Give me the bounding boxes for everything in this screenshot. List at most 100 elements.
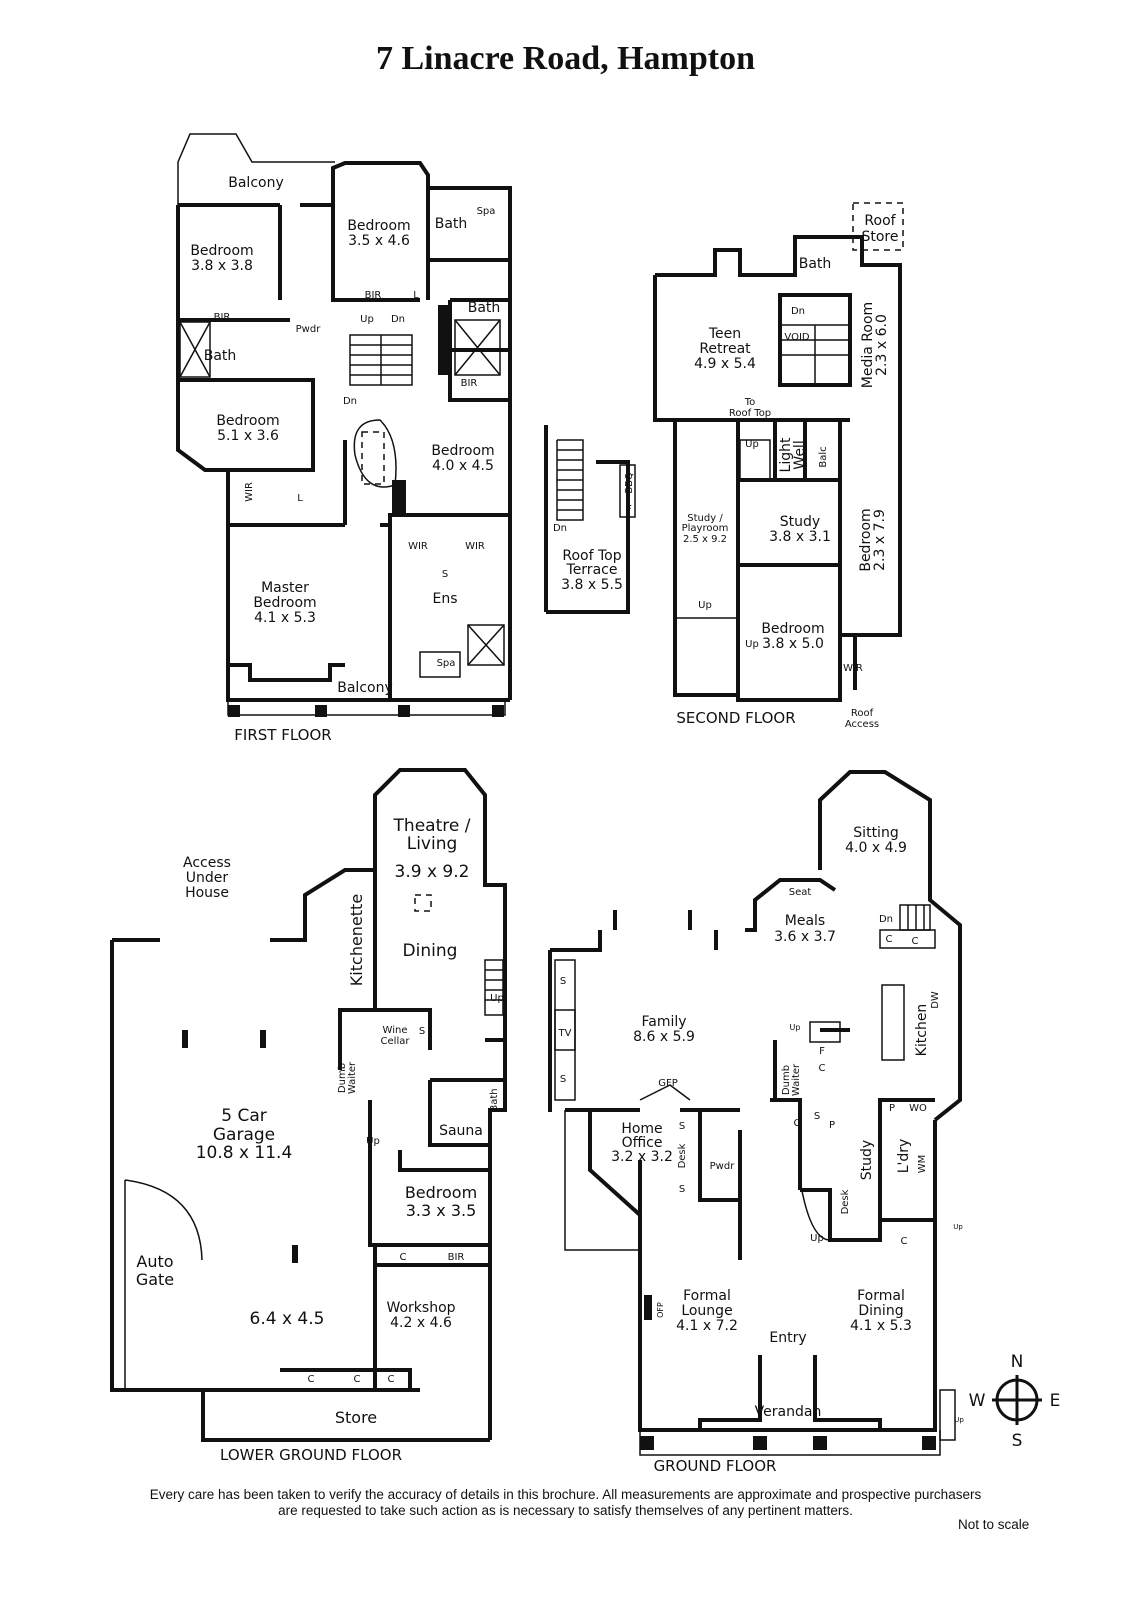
store-label: Store	[335, 1408, 377, 1427]
stairs-down-label: Dn	[791, 306, 805, 317]
laundry-label: L'dry	[896, 1139, 912, 1174]
terrace-label: Roof Top	[562, 548, 621, 564]
teen-retreat-label: Teen	[708, 326, 741, 342]
entry-label: Entry	[769, 1330, 806, 1346]
bedroom-size: 3.8 x 5.0	[762, 636, 824, 652]
stairs-down-label: Dn	[553, 523, 567, 534]
playroom-label: Playroom	[682, 523, 729, 534]
kitchen-label: Kitchen	[914, 1004, 930, 1057]
bir-label: BIR	[448, 1252, 465, 1263]
bir-label: BIR	[214, 312, 231, 323]
tv-label: TV	[558, 1028, 572, 1039]
wall-oven-label: WO	[909, 1103, 927, 1114]
void-label: VOID	[784, 332, 809, 343]
disclaimer: Every care has been taken to verify the …	[0, 1487, 1131, 1519]
compass-east: E	[1050, 1391, 1061, 1411]
formal-lounge-label: Formal	[683, 1288, 731, 1304]
study-label: Study	[780, 514, 820, 530]
wir-label: WIR	[408, 541, 428, 552]
compass-south: S	[1012, 1431, 1023, 1451]
dumb-waiter-label: Dumb	[781, 1065, 792, 1095]
playroom-label: Study /	[687, 513, 723, 524]
theatre-label: Theatre /	[393, 816, 471, 836]
sitting-label: Sitting	[853, 825, 898, 841]
wir-label: WIR	[465, 541, 485, 552]
media-room-size: 2.3 x 6.0	[874, 314, 890, 376]
family-label: Family	[641, 1014, 686, 1030]
roof-access-label: Access	[845, 719, 879, 730]
gas-fireplace-label: GFP	[658, 1078, 678, 1089]
linen-label: L	[413, 290, 419, 301]
bbq-label: BBQ	[624, 472, 635, 494]
teen-retreat-label: Retreat	[699, 341, 751, 357]
roof-store-label: Store	[861, 229, 898, 245]
bedroom-size: 2.3 x 7.9	[872, 509, 888, 571]
terrace-size: 3.8 x 5.5	[561, 577, 623, 593]
access-label: Access	[183, 855, 231, 871]
home-office-label: Home	[621, 1121, 662, 1137]
stairs-up-label: Up	[954, 1416, 964, 1424]
stairs-up-label: Up	[745, 439, 759, 450]
page-title: 7 Linacre Road, Hampton	[375, 40, 756, 77]
cupboard-label: C	[886, 934, 893, 945]
dishwasher-label: DW	[930, 991, 941, 1009]
dining-label: Dining	[403, 941, 458, 961]
shelf-label: S	[679, 1121, 685, 1132]
garage-label: Garage	[213, 1125, 275, 1145]
spa-label: Spa	[477, 206, 496, 217]
lower-ground-floor-label: LOWER GROUND FLOOR	[220, 1446, 402, 1464]
disclaimer-line: Every care has been taken to verify the …	[149, 1487, 982, 1502]
stairs-up-label: Up	[810, 1233, 824, 1244]
formal-dining-label: Formal	[857, 1288, 905, 1304]
bedroom-size: 5.1 x 3.6	[217, 428, 279, 444]
seat-label: Seat	[789, 887, 812, 898]
open-fireplace-label: OFP	[656, 1302, 665, 1318]
shelf-label: S	[442, 569, 448, 580]
stairs-down-label: Dn	[391, 314, 405, 325]
light-well-label: Well	[792, 440, 808, 469]
ground-floor-plan	[548, 770, 962, 1456]
disclaimer-line: are requested to take such action as is …	[278, 1503, 853, 1518]
shelf-label: S	[679, 1184, 685, 1195]
shelf-label: S	[419, 1026, 425, 1037]
compass-icon	[992, 1375, 1042, 1425]
bedroom-label: Bedroom	[858, 508, 874, 571]
first-floor-label: FIRST FLOOR	[234, 726, 331, 744]
to-roof-label: Roof Top	[729, 408, 771, 419]
first-floor-plan	[176, 133, 512, 717]
meals-label: Meals	[785, 913, 825, 929]
compass-west: W	[969, 1391, 986, 1411]
pantry-label: P	[889, 1103, 895, 1114]
home-office-label: Office	[622, 1135, 663, 1151]
bedroom-label: Bedroom	[347, 218, 410, 234]
home-office-size: 3.2 x 3.2	[611, 1149, 673, 1165]
cupboard-label: C	[308, 1374, 315, 1385]
stairs-down-label: Dn	[879, 914, 893, 925]
shelf-label: S	[560, 1074, 566, 1085]
stairs-up-label: Up	[366, 1136, 380, 1147]
bedroom-size: 3.3 x 3.5	[406, 1201, 477, 1220]
master-bedroom-size: 4.1 x 5.3	[254, 610, 316, 626]
washing-machine-label: WM	[917, 1155, 928, 1174]
dumb-waiter-label: Waiter	[791, 1063, 802, 1096]
sauna-label: Sauna	[439, 1123, 483, 1139]
bedroom-size: 4.0 x 4.5	[432, 458, 494, 474]
access-label: Under	[186, 870, 229, 886]
cupboard-label: C	[354, 1374, 361, 1385]
stairs-up-label: Up	[360, 314, 374, 325]
theatre-size: 3.9 x 9.2	[395, 862, 470, 882]
dumb-waiter-label: Waiter	[347, 1061, 358, 1094]
formal-lounge-size: 4.1 x 7.2	[676, 1318, 738, 1334]
bedroom-size: 3.5 x 4.6	[348, 233, 410, 249]
roof-access-label: Roof	[851, 708, 874, 719]
pantry-label: P	[829, 1120, 835, 1131]
balcony-label: Balcony	[337, 680, 393, 696]
formal-dining-size: 4.1 x 5.3	[850, 1318, 912, 1334]
lower-ground-floor-plan	[110, 768, 507, 1442]
balcony-label: Balc	[818, 446, 829, 467]
shelf-label: S	[814, 1111, 820, 1122]
bedroom-label: Bedroom	[761, 621, 824, 637]
fridge-label: F	[626, 504, 632, 515]
compass-north: N	[1011, 1352, 1024, 1372]
